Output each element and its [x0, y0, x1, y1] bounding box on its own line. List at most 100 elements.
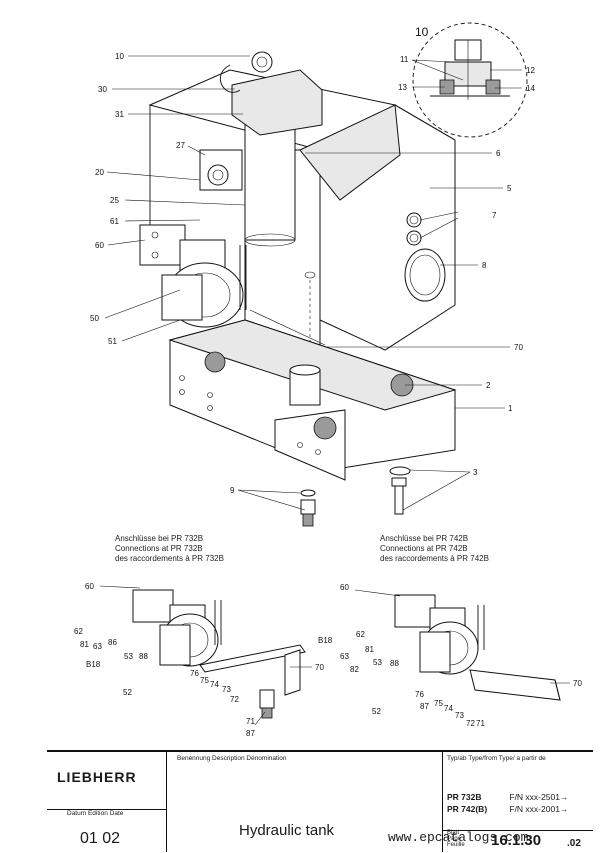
- document-title: Hydraulic tank: [239, 822, 335, 839]
- callout-8: 8: [482, 261, 487, 270]
- callout-61: 61: [110, 217, 119, 226]
- date-value: 01 02: [80, 830, 121, 847]
- left-callout-73: 73: [222, 685, 231, 694]
- logo-cell: LIEBHERR: [47, 752, 167, 810]
- callout-70: 70: [514, 343, 523, 352]
- denomination-label: Benennung Description Dénomination: [177, 755, 287, 762]
- callout-20: 20: [95, 168, 104, 177]
- mounting-bolt: [389, 466, 411, 515]
- type-cell: Typ/ab Type/from Type/ a partir de PR 73…: [443, 752, 593, 852]
- detail-callout-13: 13: [398, 83, 407, 92]
- denomination-cell: Benennung Description Dénomination Hydra…: [167, 752, 443, 852]
- base-frame: [168, 309, 457, 481]
- left-callout-85: 85: [228, 739, 237, 740]
- left-callout-74: 74: [210, 680, 219, 689]
- page-number: 16.1.30: [491, 832, 542, 849]
- left-callout-76: 76: [190, 669, 199, 678]
- left-callout-52: 52: [123, 688, 132, 697]
- callout-3: 3: [473, 468, 478, 477]
- detail-callout-12: 12: [526, 66, 535, 75]
- page-label-de: Blatt: [447, 830, 460, 836]
- right-callout-88: 88: [390, 659, 399, 668]
- page-divider: [443, 830, 593, 831]
- callout-27: 27: [176, 141, 185, 150]
- page-label-fr: Feuille: [447, 842, 465, 848]
- right-callout-87: 87: [420, 702, 429, 711]
- right-callout-70: 70: [573, 679, 582, 688]
- right-callout-74: 74: [444, 704, 453, 713]
- left-callout-81: 81: [80, 640, 89, 649]
- type-model: PR 742(B): [447, 804, 488, 814]
- date-cell: Datum Edition Date 01 02: [47, 810, 167, 852]
- callout-6: 6: [496, 149, 501, 158]
- right-callout-76: 76: [415, 690, 424, 699]
- exploded-view-drawing: 10 30 31 27 20 25 61 60 50 51 9 6 5 7 8 …: [74, 22, 582, 740]
- type-row: PR 732B F/N xxx-2501→: [447, 792, 568, 802]
- watermark-text: www.epcatalogs.com: [388, 830, 529, 845]
- caption-right-en: Connections at PR 742B: [380, 544, 468, 553]
- connections-732b-drawing: [99, 585, 312, 726]
- type-label: Typ/ab Type/from Type/ a partir de: [447, 755, 546, 762]
- caption-left-de: Anschlüsse bei PR 732B: [115, 534, 203, 543]
- right-callout-82: 82: [350, 665, 359, 674]
- left-callout-62: 62: [74, 627, 83, 636]
- caption-right-fr: des raccordements à PR 742B: [380, 554, 489, 563]
- callout-5: 5: [507, 184, 512, 193]
- left-callout-71: 71: [246, 717, 255, 726]
- page-number-suffix: .02: [567, 838, 581, 849]
- callout-7: 7: [492, 211, 497, 220]
- right-callout-B18: B18: [318, 636, 333, 645]
- callout-31: 31: [115, 110, 124, 119]
- detail-10-view: [412, 22, 528, 138]
- callout-25: 25: [110, 196, 119, 205]
- type-serial: F/N xxx-2001→: [509, 804, 569, 814]
- left-callout-70: 70: [315, 663, 324, 672]
- connections-742b-drawing: [354, 589, 570, 701]
- left-callout-60: 60: [85, 582, 94, 591]
- right-callout-60: 60: [340, 583, 349, 592]
- right-callout-73: 73: [455, 711, 464, 720]
- callout-30: 30: [98, 85, 107, 94]
- left-callout-88: 88: [139, 652, 148, 661]
- detail-callout-11: 11: [400, 55, 409, 64]
- left-callout-72: 72: [230, 695, 239, 704]
- type-serial: F/N xxx-2501→: [509, 792, 569, 802]
- detail-callout-14: 14: [526, 84, 535, 93]
- liebherr-logo: LIEBHERR: [57, 769, 137, 785]
- title-block: LIEBHERR Datum Edition Date 01 02 Benenn…: [47, 750, 593, 852]
- right-callout-62: 62: [356, 630, 365, 639]
- right-callout-71: 71: [476, 719, 485, 728]
- date-label: Datum Edition Date: [67, 810, 124, 817]
- callout-51: 51: [108, 337, 117, 346]
- page-label: Blatt Page Feuille: [447, 830, 465, 848]
- right-callout-75: 75: [434, 699, 443, 708]
- left-callout-53: 53: [124, 652, 133, 661]
- right-callout-52: 52: [372, 707, 381, 716]
- left-callout-86: 86: [108, 638, 117, 647]
- detail-10-label: 10: [415, 25, 429, 39]
- drain-plug: [300, 489, 316, 527]
- valve-assembly: [139, 149, 247, 328]
- caption-left-en: Connections at PR 732B: [115, 544, 203, 553]
- right-callout-63: 63: [340, 652, 349, 661]
- left-callout-B18: B18: [86, 660, 101, 669]
- callout-9: 9: [230, 486, 235, 495]
- callout-10: 10: [115, 52, 124, 61]
- type-model: PR 732B: [447, 792, 482, 802]
- type-row: PR 742(B) F/N xxx-2001→: [447, 804, 568, 814]
- hydraulic-tank-body: [148, 51, 456, 360]
- left-callout-63: 63: [93, 642, 102, 651]
- caption-left-fr: des raccordements à PR 732B: [115, 554, 224, 563]
- right-callout-72: 72: [466, 719, 475, 728]
- right-callout-53: 53: [373, 658, 382, 667]
- caption-right-de: Anschlüsse bei PR 742B: [380, 534, 468, 543]
- leader-lines: [104, 55, 522, 511]
- left-callout-87: 87: [246, 729, 255, 738]
- page-label-en: Page: [447, 836, 462, 842]
- right-callout-81: 81: [365, 645, 374, 654]
- left-callout-75: 75: [200, 676, 209, 685]
- callout-2: 2: [486, 381, 491, 390]
- callout-60: 60: [95, 241, 104, 250]
- callout-1: 1: [508, 404, 513, 413]
- callout-50: 50: [90, 314, 99, 323]
